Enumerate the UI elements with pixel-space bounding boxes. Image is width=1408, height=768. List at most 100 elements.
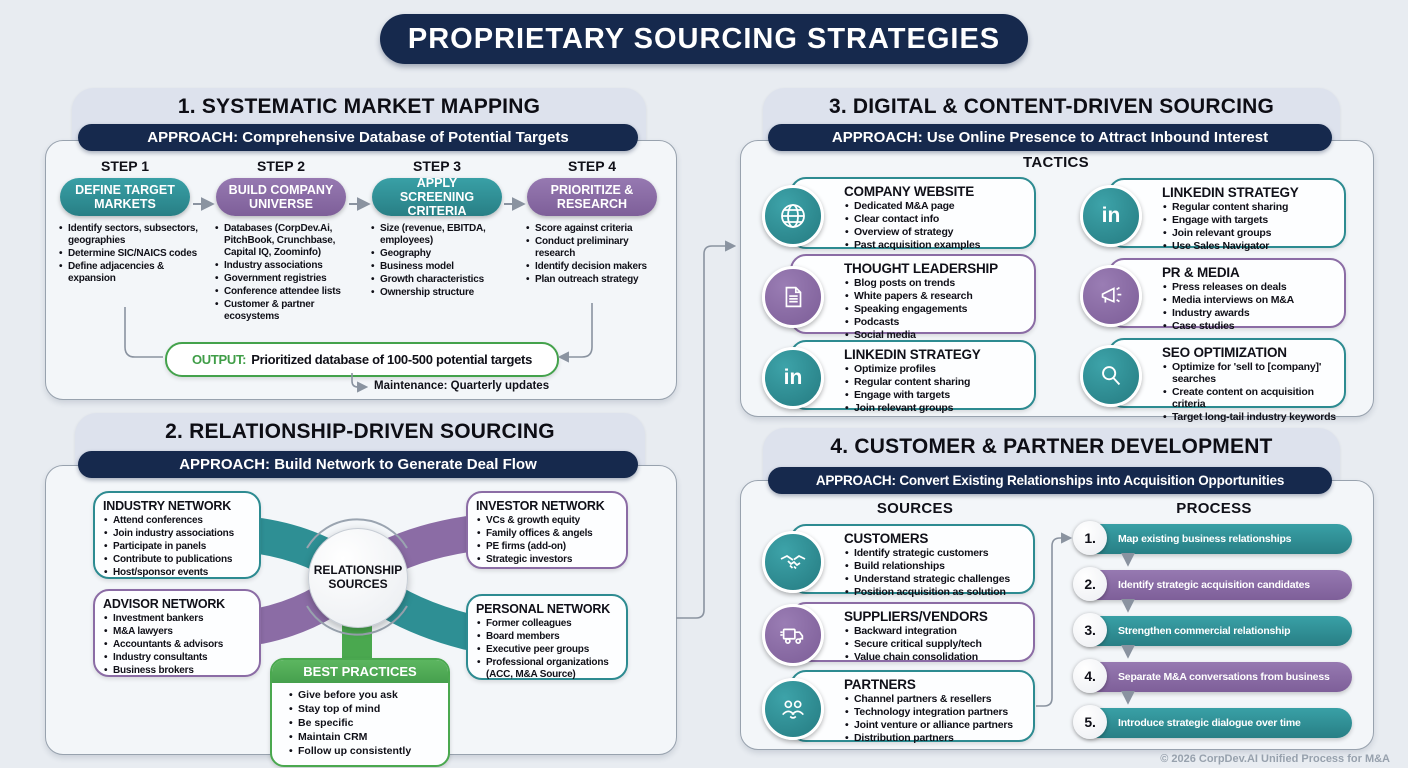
tactic-title: PR & MEDIA xyxy=(1162,265,1240,280)
bullet-item: M&A lawyers xyxy=(103,626,251,638)
bullet-item: Executive peer groups xyxy=(476,644,618,656)
process-step-text: Separate M&A conversations from business xyxy=(1118,671,1330,683)
bullet-item: Maintain CRM xyxy=(288,731,442,744)
process-step-5: 5. Introduce strategic dialogue over tim… xyxy=(1073,705,1352,739)
section-2-title: 2. RELATIONSHIP-DRIVEN SOURCING xyxy=(165,420,555,443)
bullet-item: Engage with targets xyxy=(844,389,1028,401)
bullet-item: Customer & partner ecosystems xyxy=(214,299,354,323)
bullet-item: Blog posts on trends xyxy=(844,277,1028,289)
search-icon xyxy=(1080,345,1142,407)
bullet-item: Understand strategic challenges xyxy=(844,573,1027,585)
tactic-bullets: Press releases on dealsMedia interviews … xyxy=(1162,281,1338,332)
bullet-item: VCs & growth equity xyxy=(476,515,618,527)
bullet-item: Technology integration partners xyxy=(844,706,1027,718)
network-box-personal: PERSONAL NETWORK Former colleaguesBoard … xyxy=(466,594,628,680)
bullet-item: Past acquisition examples xyxy=(844,239,1028,251)
document-icon xyxy=(762,266,824,328)
maintenance-note: Maintenance: Quarterly updates xyxy=(374,380,550,392)
bullet-item: Plan outreach strategy xyxy=(525,274,665,286)
relationship-hub: RELATIONSHIP SOURCES xyxy=(308,528,408,628)
network-title: PERSONAL NETWORK xyxy=(476,602,611,616)
step-bullets: Score against criteriaConduct preliminar… xyxy=(517,223,667,286)
step-pill: DEFINE TARGET MARKETS xyxy=(60,178,190,216)
source-bullets: Backward integrationSecure critical supp… xyxy=(844,625,1027,663)
bullet-item: Channel partners & resellers xyxy=(844,693,1027,705)
best-practices-bullets: Give before you askStay top of mindBe sp… xyxy=(272,683,448,765)
step-pill: APPLY SCREENING CRITERIA xyxy=(372,176,502,218)
bullet-item: Be specific xyxy=(288,717,442,730)
bullet-item: Identify strategic customers xyxy=(844,547,1027,559)
bullet-item: Contribute to publications xyxy=(103,554,251,566)
network-box-advisor: ADVISOR NETWORK Investment bankersM&A la… xyxy=(93,589,261,677)
bullet-item: Attend conferences xyxy=(103,515,251,527)
bullet-item: Professional organizations (ACC, M&A Sou… xyxy=(476,657,618,681)
bullet-item: Identify decision makers xyxy=(525,261,665,273)
bullet-item: Build relationships xyxy=(844,560,1027,572)
bullet-item: Geography xyxy=(370,248,510,260)
bullet-item: Industry consultants xyxy=(103,652,251,664)
source-card-suppliers: SUPPLIERS/VENDORS Backward integrationSe… xyxy=(762,602,1035,666)
network-title: ADVISOR NETWORK xyxy=(103,597,226,611)
tactic-title: SEO OPTIMIZATION xyxy=(1162,345,1287,360)
bullet-item: Government registries xyxy=(214,273,354,285)
bullet-item: Media interviews on M&A xyxy=(1162,294,1338,306)
section-3-approach-banner: APPROACH: Use Online Presence to Attract… xyxy=(768,124,1332,151)
network-bullets: Former colleaguesBoard membersExecutive … xyxy=(476,618,618,681)
tactic-bullets: Blog posts on trendsWhite papers & resea… xyxy=(844,277,1028,341)
bullet-item: Ownership structure xyxy=(370,287,510,299)
tactics-label: TACTICS xyxy=(1023,154,1089,171)
bullet-item: Define adjacencies & expansion xyxy=(58,261,198,285)
megaphone-icon xyxy=(1080,265,1142,327)
step-label: STEP 4 xyxy=(568,158,616,174)
bullet-item: Business model xyxy=(370,261,510,273)
process-step-text: Introduce strategic dialogue over time xyxy=(1118,717,1301,729)
step-bullets: Size (revenue, EBITDA, employees)Geograp… xyxy=(362,223,512,299)
linkedin-icon: in xyxy=(1080,185,1142,247)
bullet-item: Host/sponsor events xyxy=(103,567,251,579)
bullet-item: Follow up consistently xyxy=(288,745,442,758)
bullet-item: Joint venture or alliance partners xyxy=(844,719,1027,731)
tactic-card-company-website: COMPANY WEBSITE Dedicated M&A pageClear … xyxy=(762,177,1036,251)
process-step-3: 3. Strengthen commercial relationship xyxy=(1073,613,1352,647)
bullet-item: Board members xyxy=(476,631,618,643)
bullet-item: Speaking engagements xyxy=(844,303,1028,315)
source-title: PARTNERS xyxy=(844,677,916,692)
bullet-item: Press releases on deals xyxy=(1162,281,1338,293)
section-2-approach-banner: APPROACH: Build Network to Generate Deal… xyxy=(78,451,638,478)
bullet-item: Position acquisition as solution xyxy=(844,586,1027,598)
bullet-item: Stay top of mind xyxy=(288,703,442,716)
step-column-2: STEP 2 BUILD COMPANY UNIVERSE Databases … xyxy=(206,158,356,324)
network-bullets: Attend conferencesJoin industry associat… xyxy=(103,515,251,579)
sources-label: SOURCES xyxy=(876,500,954,517)
source-card-customers: CUSTOMERS Identify strategic customersBu… xyxy=(762,524,1035,598)
best-practices-title: BEST PRACTICES xyxy=(272,660,448,683)
tactic-card-pr-media: PR & MEDIA Press releases on dealsMedia … xyxy=(1080,258,1346,332)
tactic-title: COMPANY WEBSITE xyxy=(844,184,975,199)
tactic-card-linkedin-strategy-2: in LINKEDIN STRATEGY Optimize profilesRe… xyxy=(762,340,1036,414)
network-bullets: Investment bankersM&A lawyersAccountants… xyxy=(103,613,251,677)
bullet-item: PE firms (add-on) xyxy=(476,541,618,553)
tactic-bullets: Regular content sharingEngage with targe… xyxy=(1162,201,1338,252)
people-icon xyxy=(762,678,824,740)
globe-icon xyxy=(762,185,824,247)
bullet-item: Engage with targets xyxy=(1162,214,1338,226)
tactic-bullets: Optimize for 'sell to [company]' searche… xyxy=(1162,361,1338,423)
source-card-partners: PARTNERS Channel partners & resellersTec… xyxy=(762,670,1035,744)
connector-section2-section3 xyxy=(676,240,737,619)
bullet-item: Growth characteristics xyxy=(370,274,510,286)
bullet-item: Dedicated M&A page xyxy=(844,200,1028,212)
bullet-item: Podcasts xyxy=(844,316,1028,328)
bullet-item: Accountants & advisors xyxy=(103,639,251,651)
bullet-item: Secure critical supply/tech xyxy=(844,638,1027,650)
bullet-item: Join relevant groups xyxy=(1162,227,1338,239)
bullet-item: Target long-tail industry keywords xyxy=(1162,411,1338,423)
bullet-item: Optimize profiles xyxy=(844,363,1028,375)
process-step-number: 5. xyxy=(1073,705,1107,739)
bullet-item: Strategic investors xyxy=(476,554,618,566)
bullet-item: Regular content sharing xyxy=(1162,201,1338,213)
bullet-item: Join industry associations xyxy=(103,528,251,540)
bullet-item: Social media xyxy=(844,329,1028,341)
copyright-note: © 2026 CorpDev.AI Unified Process for M&… xyxy=(1160,753,1390,765)
bullet-item: Value chain consolidation xyxy=(844,651,1027,663)
bullet-item: Determine SIC/NAICS codes xyxy=(58,248,198,260)
